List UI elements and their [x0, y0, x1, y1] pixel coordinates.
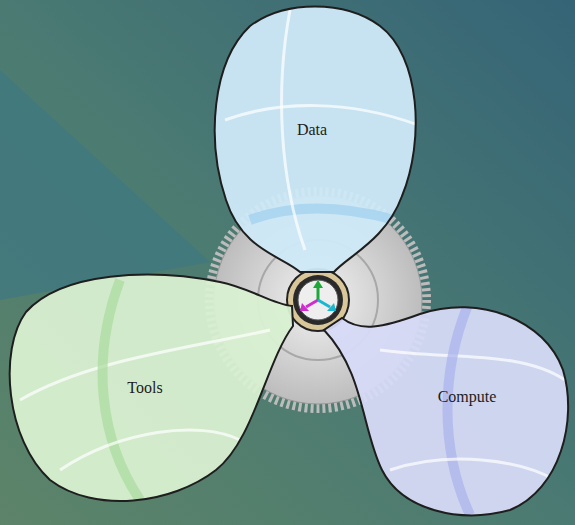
propeller-blade: Tools	[4, 265, 294, 510]
blade-label: Tools	[127, 379, 162, 397]
blade-shading	[380, 350, 565, 380]
hub-arrow	[306, 300, 318, 307]
blade-border	[215, 7, 416, 273]
hub-dark	[293, 275, 343, 325]
hub-arrow	[318, 300, 330, 307]
blade-shading	[60, 430, 240, 470]
hub-arrow	[317, 286, 320, 300]
blade-shading	[250, 209, 395, 220]
blade-border	[324, 307, 568, 515]
hub-arrow	[300, 303, 309, 311]
blade-fill	[10, 275, 293, 501]
hub-arrow	[313, 280, 323, 288]
blade-border	[10, 275, 293, 501]
propeller-blade: Compute	[320, 290, 572, 522]
light-band	[0, 70, 210, 300]
hub-arrow	[327, 303, 336, 311]
blade-shading	[20, 330, 270, 400]
propeller-blade: Data	[200, 2, 428, 274]
blade-shading	[390, 459, 555, 480]
blade-label: Data	[297, 121, 327, 139]
blade-fill	[215, 7, 416, 273]
blade-label: Compute	[438, 388, 497, 406]
hub-face	[298, 280, 338, 320]
blade-outline	[320, 290, 572, 522]
blade-shading	[448, 300, 471, 515]
